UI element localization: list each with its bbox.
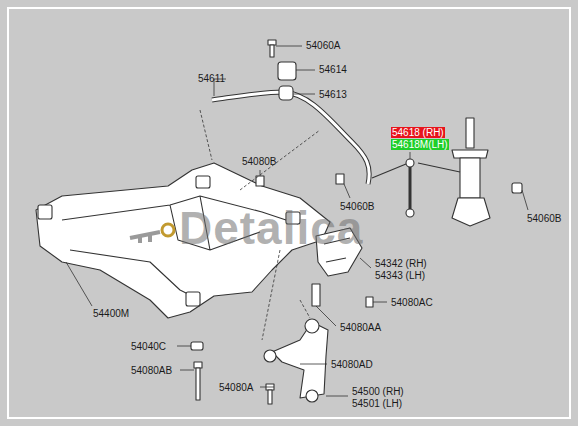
bolt (196, 368, 200, 400)
nut (512, 183, 522, 193)
callout-number: 54613 (318, 89, 348, 100)
watermark-icon (130, 232, 160, 243)
callout-number: 54400M (92, 308, 130, 319)
arm-bush (305, 319, 319, 333)
callout-number: 54080AB (130, 365, 173, 376)
callout-number: 54080A (218, 382, 254, 393)
callout-number: 54080AA (339, 322, 382, 333)
bolt (194, 362, 202, 368)
callout-number: 54060A (305, 40, 341, 51)
callout-number: 54060B (526, 213, 562, 224)
bolt (268, 390, 272, 404)
callout-number: 54040C (130, 341, 167, 352)
clamp-54614 (278, 62, 296, 80)
frame-border (8, 8, 570, 418)
callout-number: 54080AD (330, 359, 374, 370)
mount-bush (196, 176, 210, 188)
strut-seat (452, 150, 488, 158)
callout-number: 54500 (RH) (351, 386, 405, 397)
strut-body (460, 158, 480, 198)
watermark-icon (162, 224, 174, 236)
callout-number: 54618M(LH) (391, 139, 449, 150)
callout-number: 54614 (318, 64, 348, 75)
leader-lines (66, 46, 528, 396)
washer (191, 342, 203, 350)
mount-bush (38, 205, 52, 219)
lower-arm (272, 322, 328, 398)
bolt (270, 45, 274, 57)
mount-bush (186, 292, 200, 306)
callout-number: 54501 (LH) (351, 398, 403, 409)
callout-number: 54343 (LH) (374, 270, 426, 281)
watermark: Detalica (178, 204, 364, 252)
bolt (312, 284, 320, 306)
ball-joint (406, 209, 414, 217)
bolt (366, 297, 373, 307)
callout-number: 54080B (241, 156, 277, 167)
bushing-54613 (279, 86, 293, 100)
strut-bracket (452, 198, 490, 226)
strut-rod (466, 118, 474, 148)
bolt (336, 174, 344, 184)
callout-number: 54611 (197, 73, 226, 84)
callout-number: 54342 (RH) (374, 258, 428, 269)
ball-joint (406, 159, 414, 167)
callout-number: 54080AC (390, 297, 434, 308)
callout-number: 54618 (RH) (391, 127, 445, 138)
stabilizer-link (409, 163, 412, 212)
ball-joint (306, 390, 318, 402)
arm-bush (264, 350, 276, 362)
bolt (268, 40, 276, 45)
stabilizer-bar (212, 92, 369, 184)
